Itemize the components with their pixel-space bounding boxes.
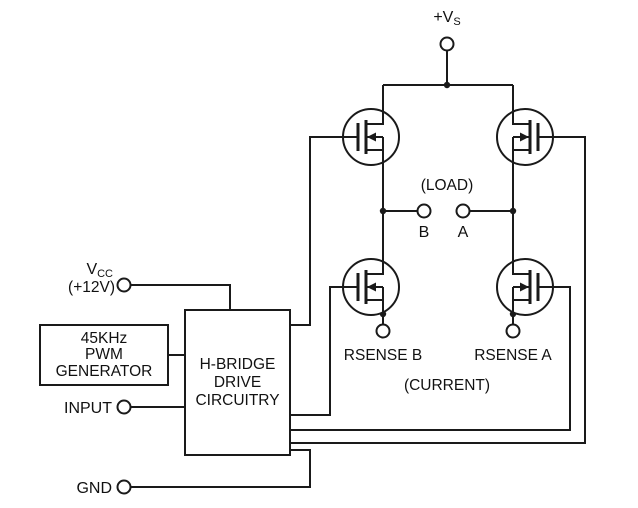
supply-label: +VS — [433, 9, 460, 28]
hbridge-box-line2: DRIVE — [214, 374, 261, 391]
pwm-box-line3: GENERATOR — [56, 363, 153, 380]
mosfet-bottom-right — [495, 257, 555, 317]
hbridge-box-line3: CIRCUITRY — [195, 392, 279, 409]
terminal-b-label: B — [419, 224, 430, 241]
vcc-label: VCC — [86, 261, 113, 280]
sense-terminal-b — [375, 323, 391, 339]
load-terminal-b — [416, 203, 432, 219]
wires — [130, 50, 586, 488]
load-terminal-a — [455, 203, 471, 219]
junction-dot — [379, 207, 387, 215]
mosfet-top-right — [495, 107, 555, 167]
current-label: (CURRENT) — [404, 377, 490, 394]
pwm-generator-box — [39, 324, 169, 386]
terminals — [116, 36, 521, 495]
wire-vcc — [130, 284, 231, 310]
supply-terminal — [439, 36, 455, 52]
rsense-a-label: RSENSE A — [474, 347, 552, 364]
gnd-terminal — [116, 479, 132, 495]
vcc-terminal — [116, 277, 132, 293]
pwm-box-line1: 45KHz — [81, 330, 128, 347]
input-terminal — [116, 399, 132, 415]
mosfet-bottom-left — [341, 257, 401, 317]
junction-dot — [509, 207, 517, 215]
vcc-voltage-label: (+12V) — [68, 279, 115, 296]
wire-gate-top-right — [290, 136, 586, 444]
gnd-label: GND — [76, 480, 112, 497]
hbridge-box-line1: H-BRIDGE — [200, 356, 276, 373]
terminal-a-label: A — [458, 224, 469, 241]
wire-gate-top-left — [290, 136, 343, 326]
mosfet-top-left — [341, 107, 401, 167]
pwm-box-line2: PWM — [85, 346, 123, 363]
sense-terminal-a — [505, 323, 521, 339]
wire-gnd — [130, 449, 311, 488]
h-bridge-box — [184, 309, 291, 456]
wire-gate-bottom-left — [290, 286, 343, 416]
rsense-b-label: RSENSE B — [344, 347, 422, 364]
junction-dot — [443, 81, 451, 89]
junction-dots — [379, 81, 517, 318]
load-label: (LOAD) — [421, 177, 474, 194]
wire-gate-bottom-right — [290, 286, 571, 431]
input-label: INPUT — [64, 400, 112, 417]
